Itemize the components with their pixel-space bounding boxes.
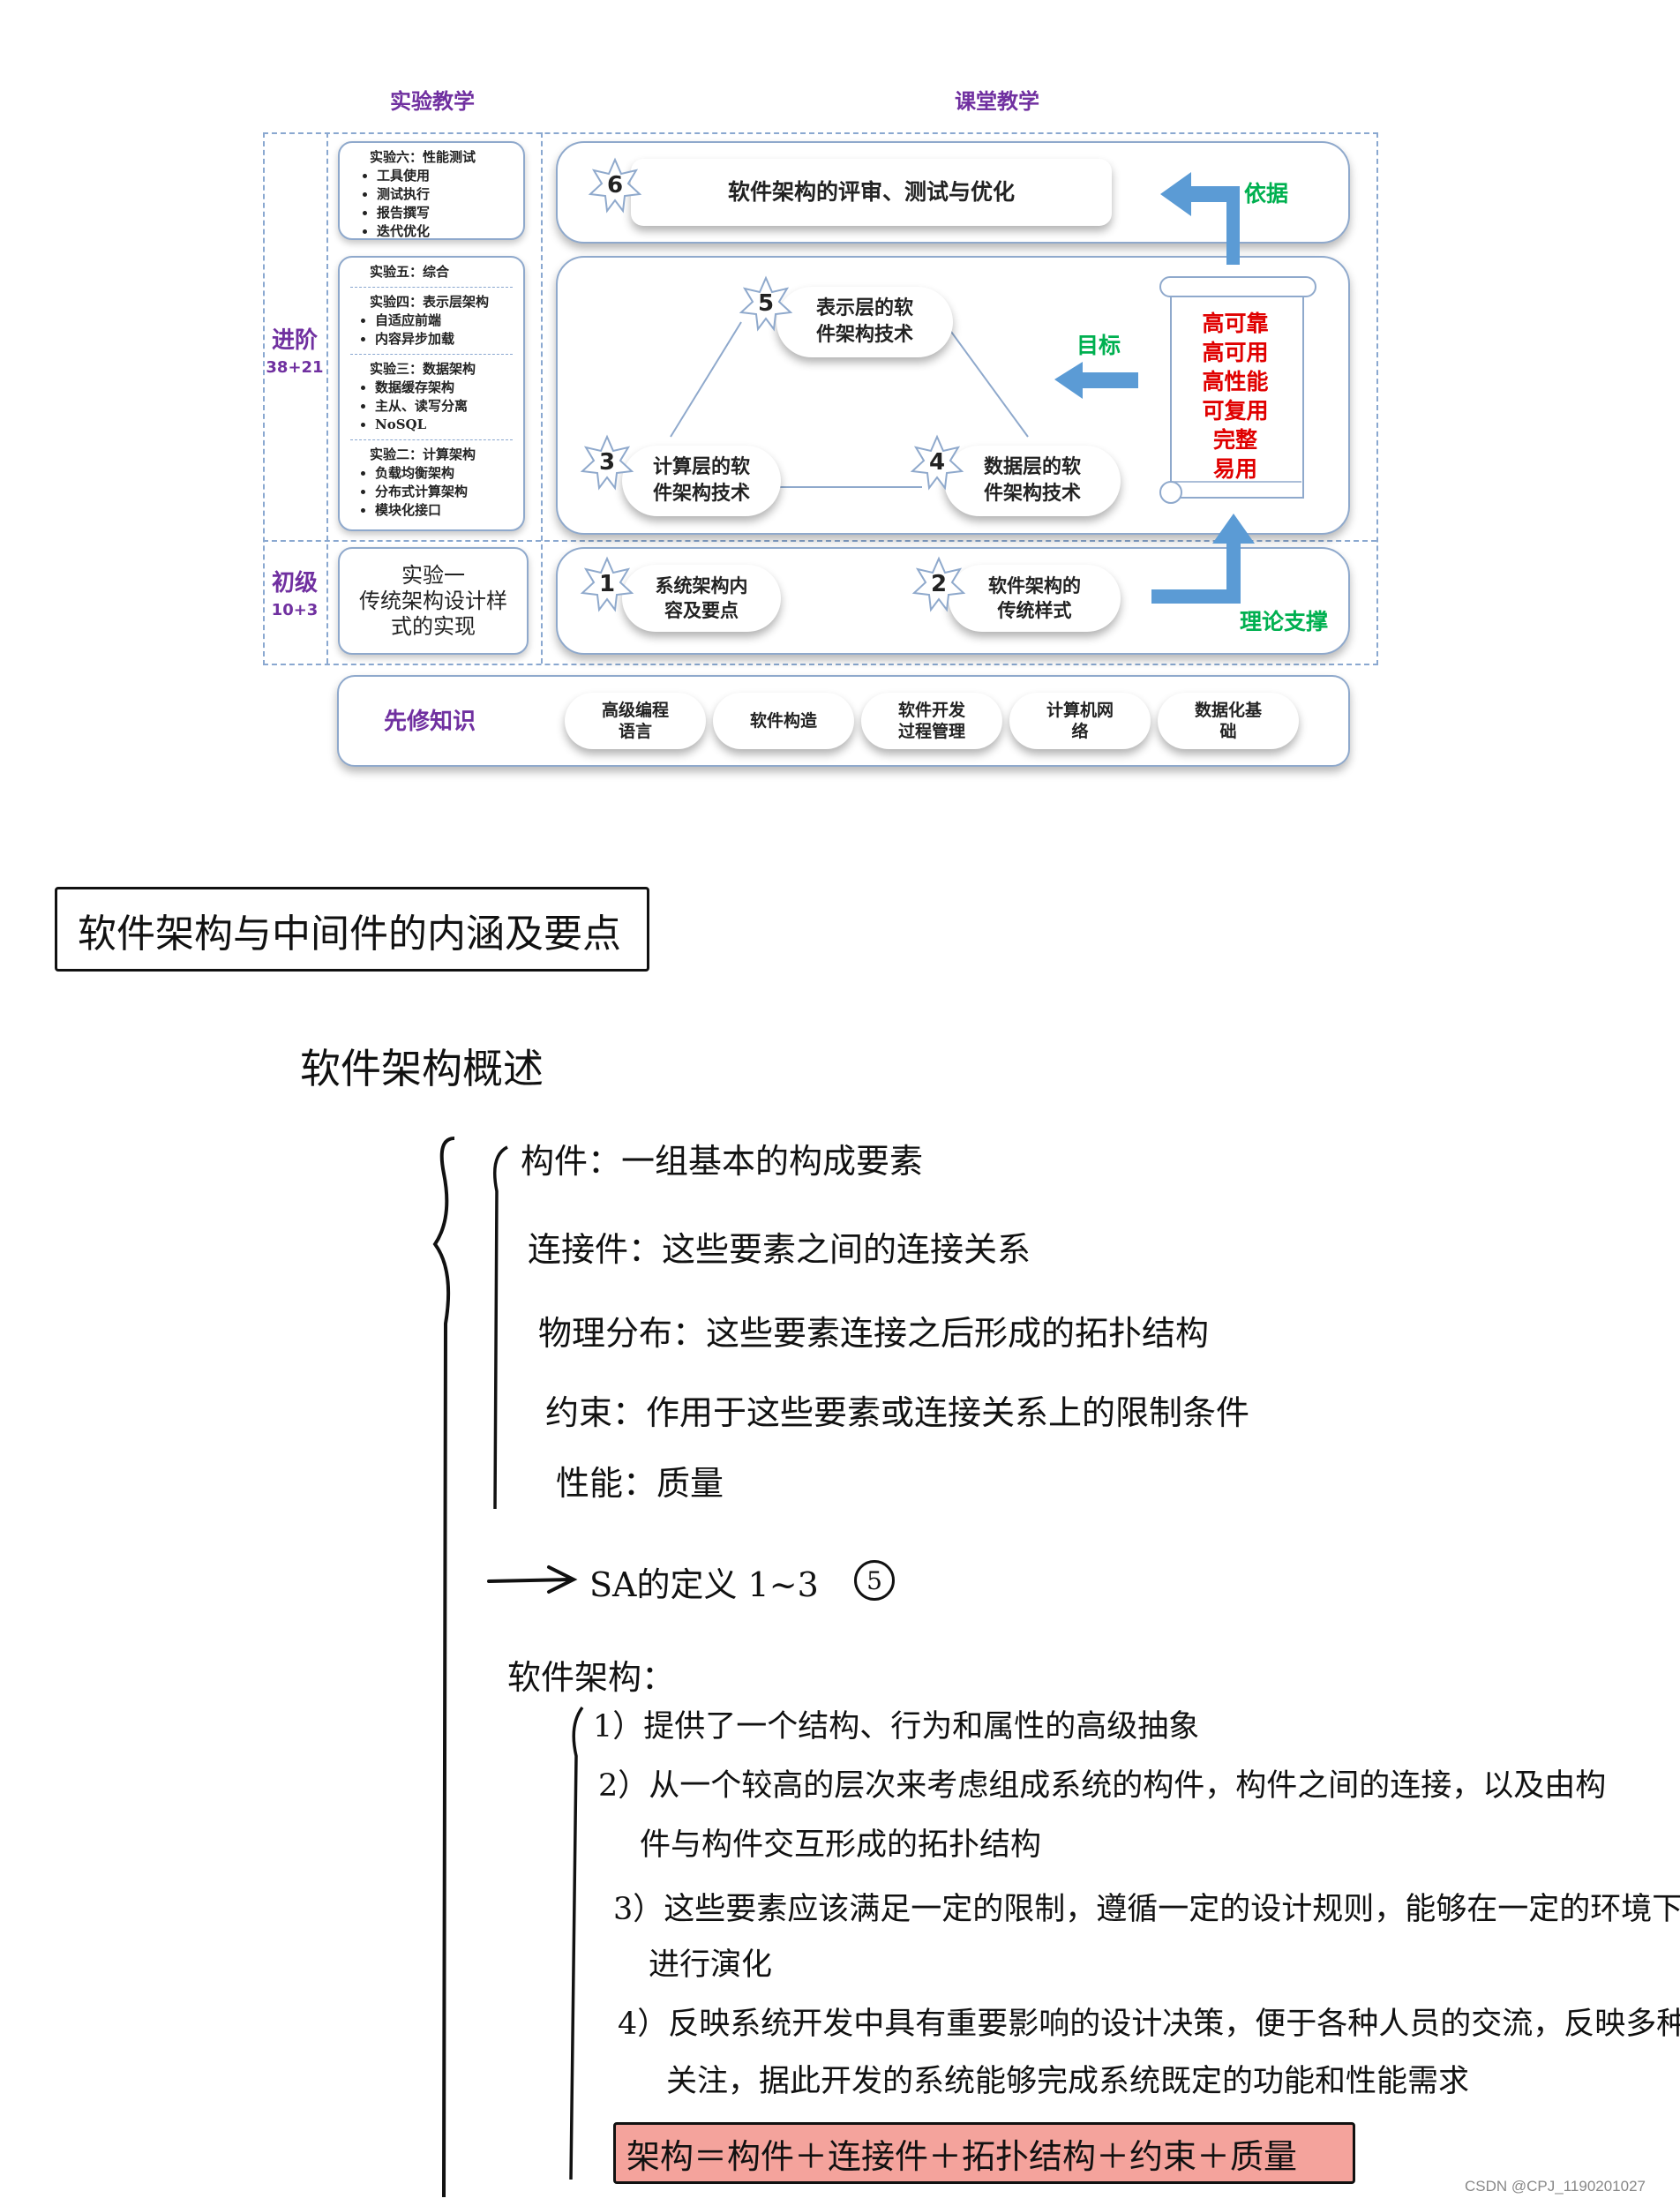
node-4-star: 4	[909, 434, 965, 491]
prereq-pill-2: 软件构造	[713, 693, 854, 749]
label-basis: 依据	[1244, 176, 1288, 208]
element-line: 构件：一组基本的构成要素	[521, 1134, 923, 1182]
circled-number: 5	[854, 1560, 895, 1601]
quality-attributes-list: 高可靠 高可用 高性能 可复用 完整 易用	[1178, 309, 1293, 484]
element-line: 物理分布：这些要素连接之后形成的拓扑结构	[538, 1306, 1209, 1354]
quality-attribute: 可复用	[1178, 396, 1293, 425]
prereq-pill-3: 软件开发 过程管理	[861, 693, 1002, 749]
node-3-number: 3	[579, 434, 635, 491]
notes-title: 软件架构与中间件的内涵及要点	[78, 902, 621, 958]
definition-line: 关注，据此开发的系统能够完成系统既定的功能和性能需求	[666, 2056, 1469, 2101]
definition-line: 2）从一个较高的层次来考虑组成系统的构件，构件之间的连接，以及由构	[598, 1760, 1606, 1805]
right-arrow-icon	[485, 1562, 582, 1597]
prereq-pill-1: 高级编程 语言	[565, 693, 706, 749]
triangle-connector	[0, 0, 1680, 794]
prereq-pill-5: 数据化基 础	[1158, 693, 1299, 749]
prerequisites-label: 先修知识	[384, 703, 476, 736]
definition-line: 件与构件交互形成的拓扑结构	[640, 1820, 1041, 1865]
node-3-label: 计算层的软 件架构技术	[622, 446, 781, 516]
quality-attribute: 易用	[1178, 454, 1293, 484]
node-5-star: 5	[738, 275, 794, 332]
quality-attribute: 高可靠	[1178, 309, 1293, 338]
definition-line: 进行演化	[649, 1940, 772, 1985]
element-line: 性能：质量	[556, 1456, 724, 1504]
quality-attribute: 高可用	[1178, 338, 1293, 367]
definition-line: 1）提供了一个结构、行为和属性的高级抽象	[593, 1701, 1199, 1746]
brace-inner	[481, 1138, 525, 1535]
node-6-star: 6	[587, 157, 643, 214]
node-2-number: 2	[911, 556, 967, 612]
node-5-number: 5	[738, 275, 794, 332]
node-2-label: 软件架构的 传统样式	[949, 565, 1121, 632]
watermark: CSDN @CPJ_1190201027	[1465, 2178, 1646, 2195]
node-5-label: 表示层的软 件架构技术	[776, 287, 953, 357]
architecture-formula: 架构＝构件＋连接件＋拓扑结构＋约束＋质量	[626, 2129, 1297, 2178]
element-line: 连接件：这些要素之间的连接关系	[528, 1222, 1031, 1271]
brace-outer	[419, 1121, 481, 2206]
prereq-pill-4: 计算机网 络	[1009, 693, 1151, 749]
definition-line: 3）这些要素应该满足一定的限制，遵循一定的设计规则，能够在一定的环境下	[613, 1884, 1680, 1929]
node-4-label: 数据层的软 件架构技术	[944, 446, 1121, 516]
node-4-number: 4	[909, 434, 965, 491]
quality-attribute: 高性能	[1178, 367, 1293, 396]
definition-line: 4）反映系统开发中具有重要影响的设计决策，便于各种人员的交流，反映多种	[618, 1999, 1680, 2044]
node-6-number: 6	[587, 157, 643, 214]
node-1-label: 系统架构内 容及要点	[622, 565, 781, 632]
architecture-label: 软件架构：	[507, 1650, 675, 1699]
quality-attribute: 完整	[1178, 425, 1293, 454]
label-support: 理论支撑	[1240, 604, 1328, 636]
element-line: 约束：作用于这些要素或连接关系上的限制条件	[545, 1385, 1249, 1434]
node-6-label: 软件架构的评审、测试与优化	[631, 159, 1112, 226]
circled-number-text: 5	[866, 1566, 882, 1595]
arrow-goal-icon	[1054, 362, 1143, 406]
arrow-support-icon	[1147, 512, 1262, 609]
node-2-star: 2	[911, 556, 967, 612]
node-1-number: 1	[579, 556, 635, 612]
node-1-star: 1	[579, 556, 635, 612]
sa-definition: SA的定义 1~3	[589, 1557, 819, 1606]
overview-heading: 软件架构概述	[300, 1037, 544, 1095]
label-goal: 目标	[1076, 328, 1121, 360]
node-3-star: 3	[579, 434, 635, 491]
